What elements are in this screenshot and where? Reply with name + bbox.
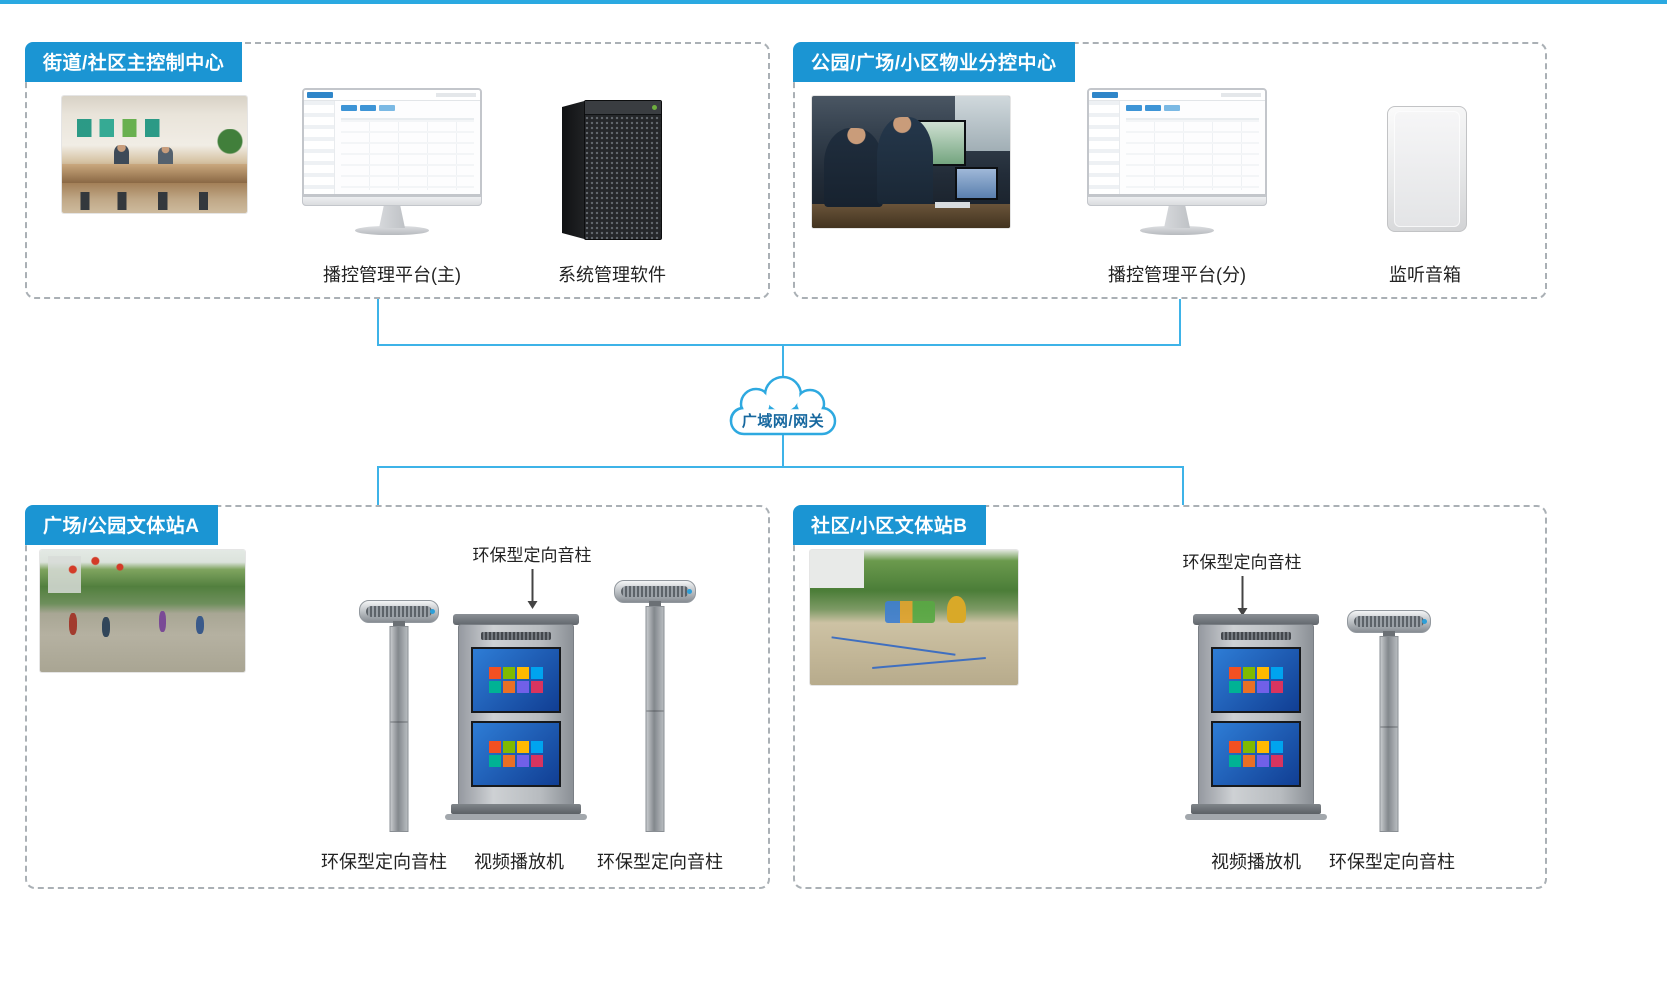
label-sound-column-b: 环保型定向音柱 [1329, 852, 1455, 872]
label-video-player-b: 视频播放机 [1211, 852, 1301, 872]
panel-station-a: 广场/公园文体站A 环保型定向音柱 环保型定向音柱 视频播放机 [25, 505, 770, 889]
directional-sound-column-b [1347, 610, 1431, 832]
kiosk-screen-bottom [471, 721, 561, 787]
monitor-stand [379, 206, 405, 228]
monitor-base [355, 226, 429, 235]
panel-title-station-a: 广场/公园文体站A [25, 505, 218, 545]
monitor-stand [1164, 206, 1190, 228]
speaker-annotation-b: 环保型定向音柱 [1182, 548, 1302, 616]
kiosk-body [458, 624, 574, 806]
kiosk-body [1198, 624, 1314, 806]
sound-column-pole [1379, 636, 1399, 832]
windows-tiles-icon [489, 667, 543, 693]
label-sound-column-left: 环保型定向音柱 [321, 852, 447, 872]
label-video-player-a: 视频播放机 [474, 852, 564, 872]
sound-column-pole [389, 626, 409, 832]
monitor-screen [302, 88, 482, 196]
directional-sound-column-left [359, 600, 439, 832]
label-sub-platform: 播控管理平台(分) [1108, 265, 1246, 285]
speaker-annotation-a: 环保型定向音柱 [472, 541, 592, 609]
monitor-base [1140, 226, 1214, 235]
label-system-software: 系统管理软件 [558, 265, 666, 285]
annotation-label: 环保型定向音柱 [472, 546, 592, 565]
monitor-chin [302, 196, 482, 206]
kiosk-screen-top [1211, 647, 1301, 713]
annotation-label: 环保型定向音柱 [1182, 553, 1302, 572]
main-broadcast-platform-monitor [302, 88, 482, 235]
directional-sound-column-right [614, 580, 696, 832]
monitoring-speaker [1387, 106, 1467, 232]
video-player-kiosk-a [445, 614, 587, 822]
annotation-arrow-icon [527, 569, 537, 609]
panel-title-sub-control: 公园/广场/小区物业分控中心 [793, 42, 1075, 82]
monitoring-room-photo [812, 96, 1010, 228]
wan-gateway-label: 广域网/网关 [741, 413, 825, 430]
monitor-screen [1087, 88, 1267, 196]
playground-photo [810, 550, 1018, 685]
panel-title-station-b: 社区/小区文体站B [793, 505, 986, 545]
panel-sub-control-center: 公园/广场/小区物业分控中心 播控管理平台(分) 监听音箱 [793, 42, 1547, 299]
service-hall-photo [62, 96, 247, 213]
system-server-tower [562, 100, 662, 240]
windows-tiles-icon [1229, 667, 1283, 693]
sub-broadcast-platform-monitor [1087, 88, 1267, 235]
sound-column-pole [645, 606, 665, 832]
built-in-speaker-grille [481, 632, 551, 640]
monitor-chin [1087, 196, 1267, 206]
windows-tiles-icon [1229, 741, 1283, 767]
top-border-strip [0, 0, 1667, 4]
park-plaza-photo [40, 550, 245, 672]
panel-station-b: 社区/小区文体站B 环保型定向音柱 视频播放机 环保型定向音柱 [793, 505, 1547, 889]
panel-main-control-center: 街道/社区主控制中心 播控管理平台(主) 系统管理软件 [25, 42, 770, 299]
label-monitoring-speaker: 监听音箱 [1389, 265, 1461, 285]
sound-column-head [1347, 610, 1431, 633]
label-main-platform: 播控管理平台(主) [323, 265, 461, 285]
sound-column-head [614, 580, 696, 603]
annotation-arrow-icon [1237, 576, 1247, 616]
video-player-kiosk-b [1185, 614, 1327, 822]
windows-tiles-icon [489, 741, 543, 767]
sound-column-head [359, 600, 439, 623]
kiosk-screen-bottom [1211, 721, 1301, 787]
panel-title-main-control: 街道/社区主控制中心 [25, 42, 243, 82]
label-sound-column-right: 环保型定向音柱 [597, 852, 723, 872]
kiosk-screen-top [471, 647, 561, 713]
built-in-speaker-grille [1221, 632, 1291, 640]
